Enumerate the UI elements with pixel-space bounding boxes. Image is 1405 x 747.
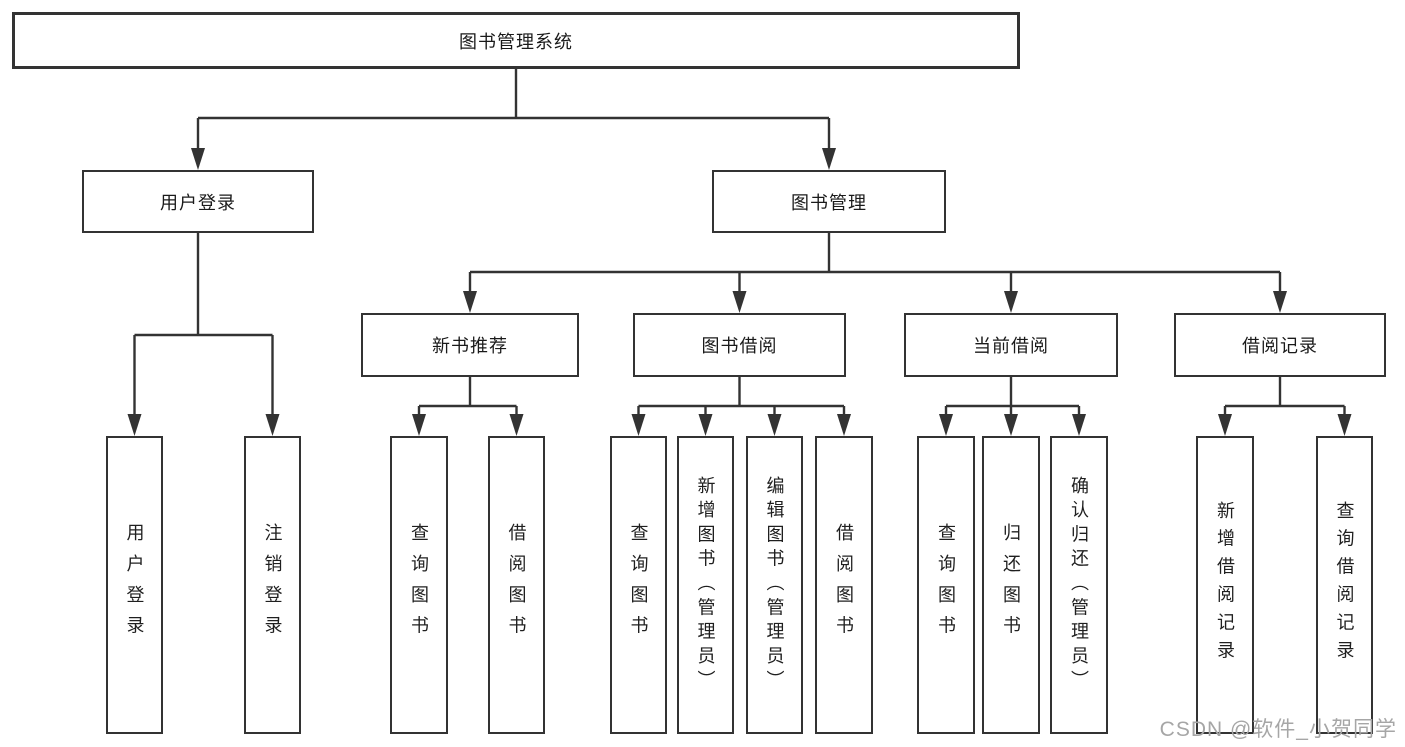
node-user-login-label: 用户登录	[160, 192, 236, 213]
leaf-logout-label: 注销登录	[262, 523, 283, 647]
leaf-logout: 注销登录	[244, 436, 301, 734]
node-book-management-label: 图书管理	[791, 192, 867, 213]
leaf-query-borrow-record: 查询借阅记录	[1316, 436, 1373, 734]
node-book-borrowing-label: 图书借阅	[701, 336, 778, 356]
leaf-query-books-current: 查询图书	[917, 436, 975, 734]
root-node: 图书管理系统	[12, 12, 1020, 69]
node-book-borrowing: 图书借阅	[633, 313, 846, 377]
node-book-management: 图书管理	[712, 170, 946, 233]
leaf-borrow-books-borrowing: 借阅图书	[815, 436, 873, 734]
leaf-add-book-admin-label: 新增图书（管理员）	[695, 475, 716, 695]
node-new-book-recommend-label: 新书推荐	[432, 336, 508, 356]
leaf-return-books-label: 归还图书	[1001, 523, 1021, 647]
leaf-add-borrow-record-label: 新增借阅记录	[1215, 501, 1235, 669]
leaf-borrow-books-borrowing-label: 借阅图书	[834, 523, 854, 647]
leaf-confirm-return-admin-label: 确认归还（管理员）	[1069, 475, 1089, 695]
node-current-borrowing-label: 当前借阅	[973, 336, 1049, 356]
leaf-add-book-admin: 新增图书（管理员）	[677, 436, 734, 734]
leaf-query-books-recommend-label: 查询图书	[409, 523, 429, 647]
leaf-add-borrow-record: 新增借阅记录	[1196, 436, 1254, 734]
node-current-borrowing: 当前借阅	[904, 313, 1118, 377]
leaf-query-books-recommend: 查询图书	[390, 436, 448, 734]
leaf-query-books-borrowing: 查询图书	[610, 436, 667, 734]
leaf-edit-book-admin-label: 编辑图书（管理员）	[764, 475, 785, 695]
leaf-query-borrow-record-label: 查询借阅记录	[1334, 501, 1355, 669]
node-new-book-recommend: 新书推荐	[361, 313, 579, 377]
leaf-return-books: 归还图书	[982, 436, 1040, 734]
leaf-confirm-return-admin: 确认归还（管理员）	[1050, 436, 1108, 734]
leaf-query-books-current-label: 查询图书	[936, 523, 956, 647]
node-borrowing-records-label: 借阅记录	[1242, 336, 1318, 356]
leaf-user-login-label: 用户登录	[124, 523, 145, 647]
leaf-edit-book-admin: 编辑图书（管理员）	[746, 436, 803, 734]
leaf-query-books-borrowing-label: 查询图书	[628, 523, 649, 647]
csdn-watermark: CSDN @软件_小贺同学	[1159, 718, 1397, 741]
leaf-borrow-books-recommend: 借阅图书	[488, 436, 545, 734]
leaf-user-login: 用户登录	[106, 436, 163, 734]
node-borrowing-records: 借阅记录	[1174, 313, 1386, 377]
node-user-login: 用户登录	[82, 170, 314, 233]
leaf-borrow-books-recommend-label: 借阅图书	[506, 523, 527, 647]
root-node-label: 图书管理系统	[459, 31, 573, 52]
